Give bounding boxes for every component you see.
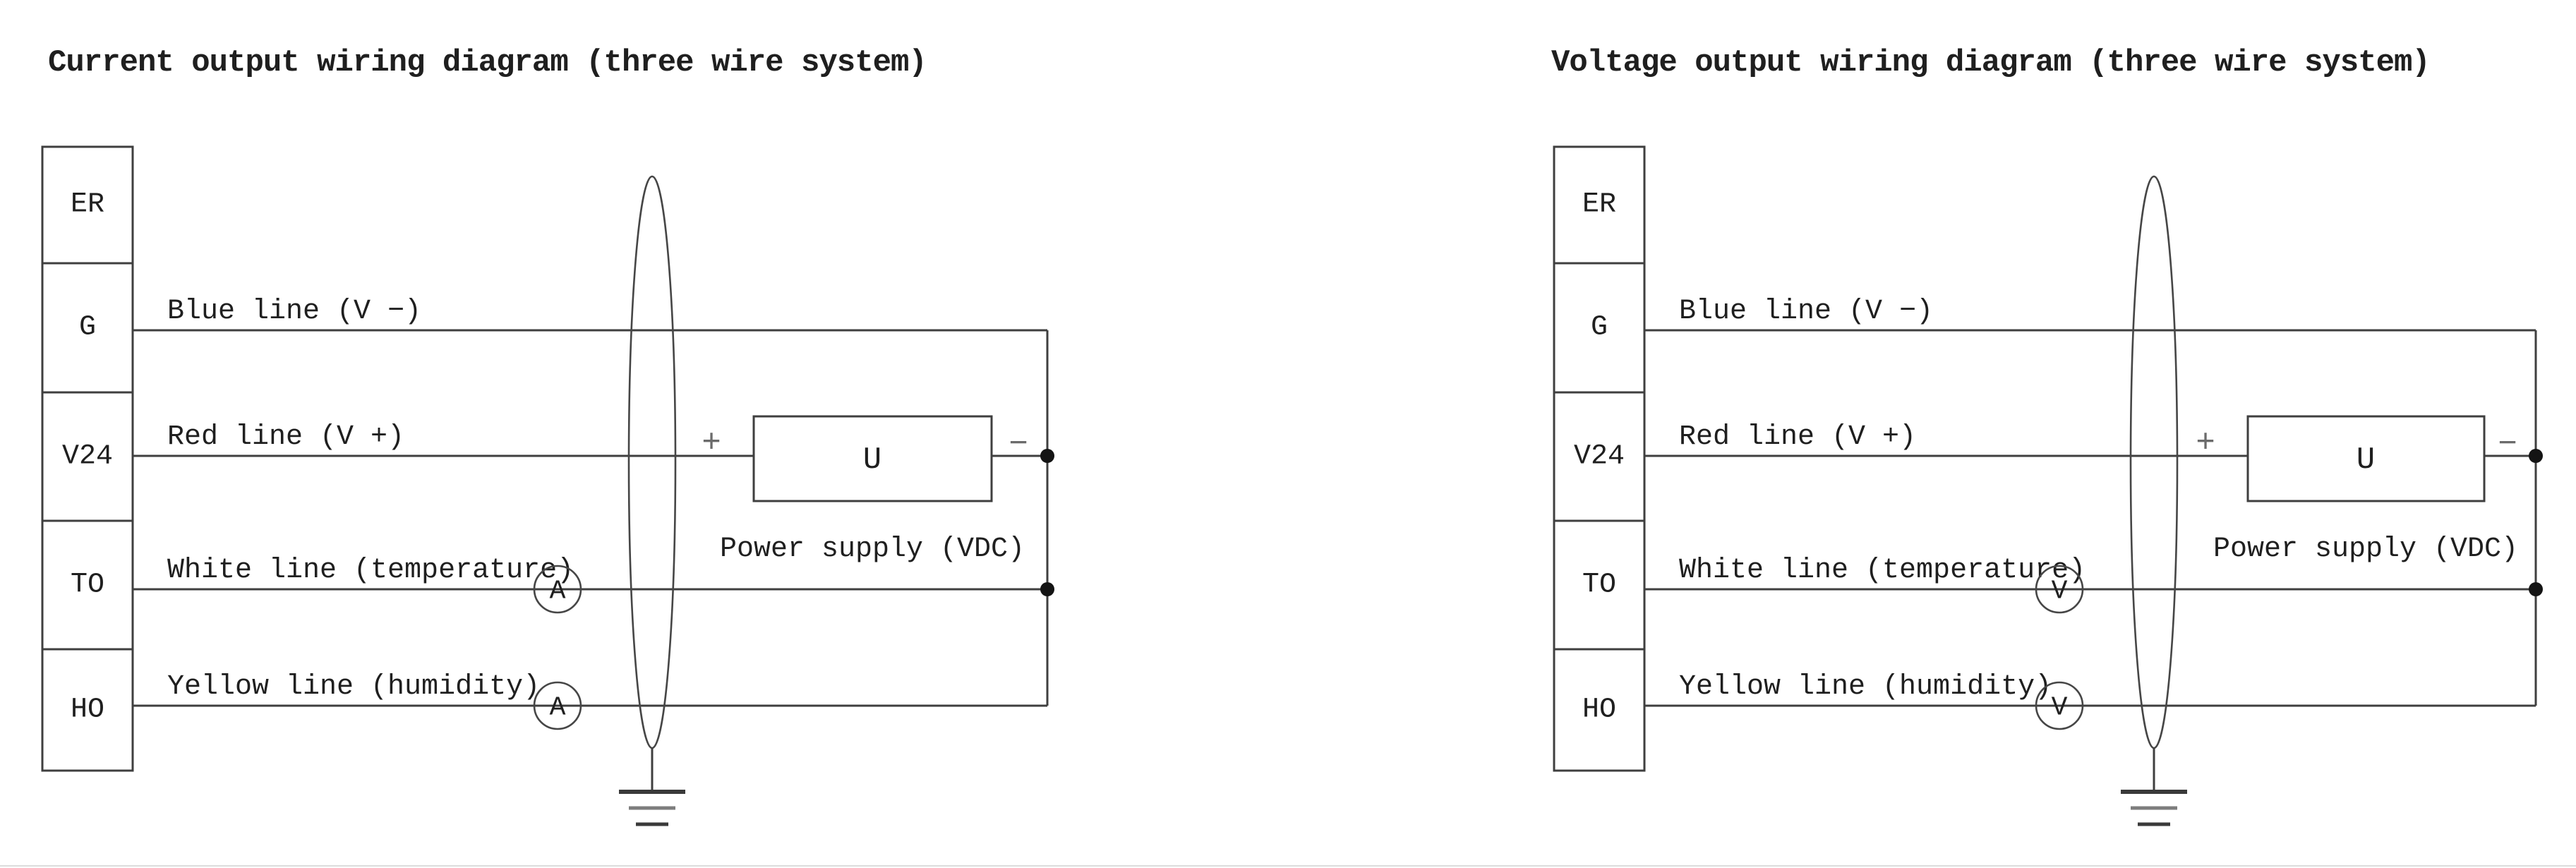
terminal-label-ho: HO — [71, 694, 104, 726]
plus-sign: + — [2196, 425, 2215, 462]
terminal-block-outline — [41, 145, 134, 772]
terminal-label-to: TO — [71, 569, 104, 601]
voltmeter-circle — [2035, 681, 2084, 730]
terminal-label-g: G — [79, 312, 96, 344]
power-supply-box — [752, 415, 993, 502]
junction-dot — [1040, 449, 1054, 463]
plus-sign: + — [702, 425, 721, 462]
white-wire-label: White line (temperature) — [167, 555, 574, 586]
power-supply-label: Power supply (VDC) — [2213, 534, 2518, 565]
power-supply-box — [2246, 415, 2486, 502]
voltage-output-diagram: Voltage output wiring diagram (three wir… — [1551, 45, 2543, 826]
power-supply-symbol: U — [863, 442, 881, 478]
red-wire-label: Red line (V +) — [167, 421, 404, 453]
power-supply-label: Power supply (VDC) — [720, 534, 1025, 565]
minus-sign: − — [1009, 426, 1028, 463]
ammeter-circle — [533, 565, 582, 614]
power-supply: U Power supply (VDC) + − — [2196, 415, 2518, 565]
junction-dot — [2529, 449, 2543, 463]
terminal-block: ER G V24 TO HO — [1553, 145, 1646, 772]
ammeter-circle — [533, 681, 582, 730]
ammeter-letter: A — [550, 577, 566, 607]
diagram-title: Current output wiring diagram (three wir… — [48, 45, 927, 80]
ammeter-letter: A — [550, 693, 566, 723]
terminal-label-v24: V24 — [62, 441, 113, 473]
diagram-title: Voltage output wiring diagram (three wir… — [1551, 45, 2430, 80]
voltmeter-circle — [2035, 565, 2084, 614]
ammeter-humidity: A — [533, 681, 582, 730]
junction-dot — [1040, 582, 1054, 596]
power-supply: U Power supply (VDC) + − — [702, 415, 1028, 565]
terminal-label-v24: V24 — [1574, 441, 1625, 473]
minus-sign: − — [2498, 426, 2517, 463]
terminal-block-outline — [1553, 145, 1646, 772]
cable-shield-ellipse — [627, 175, 677, 749]
ground-symbol — [619, 748, 685, 826]
voltmeter-temperature: V — [2035, 565, 2084, 614]
voltmeter-letter: V — [2052, 693, 2068, 723]
terminal-label-ho: HO — [1582, 694, 1616, 726]
blue-wire-label: Blue line (V −) — [167, 296, 421, 327]
terminal-label-er: ER — [71, 189, 104, 221]
terminal-label-to: TO — [1582, 569, 1616, 601]
wires — [133, 329, 1049, 707]
current-output-diagram: Current output wiring diagram (three wir… — [41, 45, 1054, 826]
terminal-label-er: ER — [1582, 189, 1616, 221]
terminal-block: ER G V24 TO HO — [41, 145, 134, 772]
yellow-wire-label: Yellow line (humidity) — [1679, 671, 2052, 703]
ground-symbol — [2121, 748, 2187, 826]
wires — [1644, 329, 2537, 707]
blue-wire-label: Blue line (V −) — [1679, 296, 1933, 327]
red-wire-label: Red line (V +) — [1679, 421, 1916, 453]
yellow-wire-label: Yellow line (humidity) — [167, 671, 540, 703]
power-supply-symbol: U — [2357, 442, 2375, 478]
terminal-label-g: G — [1591, 312, 1608, 344]
white-wire-label: White line (temperature) — [1679, 555, 2086, 586]
voltmeter-humidity: V — [2035, 681, 2084, 730]
ammeter-temperature: A — [533, 565, 582, 614]
junction-dot — [2529, 582, 2543, 596]
cable-shield-ellipse — [2129, 175, 2179, 749]
voltmeter-letter: V — [2052, 577, 2068, 607]
